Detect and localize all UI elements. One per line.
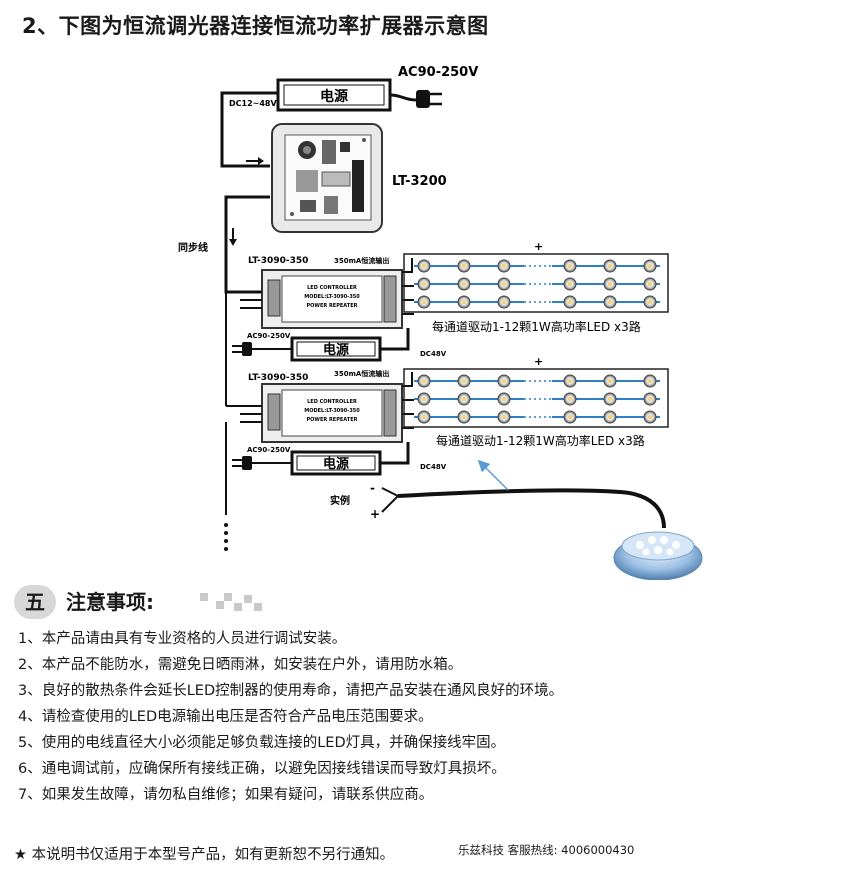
wiring-diagram: 电源 AC90-250V DC12~48V LT-3200 同步线 LT-309… [178, 65, 703, 580]
controller-line2-2: MODEL:LT-3090-350 [304, 408, 360, 414]
output-label-1: 350mA恒流输出 [334, 256, 389, 265]
output-label-2: 350mA恒流输出 [334, 369, 389, 378]
strip-plus-sign: + [534, 240, 543, 253]
repeater-lt3090-2: LED CONTROLLER MODEL:LT-3090-350 POWER R… [261, 383, 403, 443]
led-lamp-image [613, 531, 703, 580]
power-supply-label-1: 电源 [323, 342, 349, 358]
lamp-minus-sign: - [370, 481, 375, 495]
led-channel-note-1: 每通道驱动1-12颗1W高功率LED x3路 [432, 319, 641, 334]
section-number: 五 [14, 585, 56, 619]
controller-line3-1: POWER REPEATER [307, 303, 358, 309]
plug-icon [389, 90, 442, 108]
footer-disclaimer: ★ 本说明书仅适用于本型号产品，如有更新恕不另行通知。 [14, 847, 395, 863]
controller-line3-2: POWER REPEATER [307, 417, 358, 423]
note-item: 7、如果发生故障，请勿私自维修；如果有疑问，请联系供应商。 [18, 787, 434, 803]
ac-input-label-repeater-2: AC90-250V [247, 446, 291, 454]
plug-icon [232, 342, 292, 356]
dimmer-model-label: LT-3200 [392, 174, 447, 189]
ac-input-label-repeater-1: AC90-250V [247, 332, 291, 340]
note-item: 1、本产品请由具有专业资格的人员进行调试安装。 [18, 631, 347, 647]
sync-line-label: 同步线 [178, 241, 208, 254]
repeater-lt3090-1: LED CONTROLLER MODEL:LT-3090-350 POWER R… [261, 269, 403, 329]
note-item: 5、使用的电线直径大小必须能足够负载连接的LED灯具，并确保接线牢固。 [18, 735, 506, 751]
example-label: 实例 [330, 494, 350, 507]
power-supply-top: 电源 [276, 78, 392, 112]
controller-line2-1: MODEL:LT-3090-350 [304, 294, 360, 300]
decorative-checker [200, 593, 262, 613]
power-supply-label: 电源 [320, 88, 348, 105]
dc-label-top: DC12~48V [229, 99, 277, 108]
led-strip-2: + [403, 355, 669, 428]
controller-line1-1: LED CONTROLLER [307, 285, 357, 291]
continuation-dots [224, 523, 228, 551]
section-title: 注意事项: [66, 590, 154, 614]
strip-plus-sign: + [534, 355, 543, 368]
power-supply-repeater-2: 电源 [290, 450, 382, 476]
dc48-label-2: DC48V [420, 463, 447, 471]
page-title: 2、下图为恒流调光器连接恒流功率扩展器示意图 [22, 14, 489, 38]
section-header: 五 注意事项: [14, 585, 262, 619]
power-supply-label-2: 电源 [323, 456, 349, 472]
power-supply-repeater-1: 电源 [290, 336, 382, 362]
ac-input-label-top: AC90-250V [398, 65, 478, 80]
controller-line1-2: LED CONTROLLER [307, 399, 357, 405]
lamp-plus-sign: + [370, 507, 380, 521]
note-item: 2、本产品不能防水，需避免日晒雨淋，如安装在户外，请用防水箱。 [18, 657, 463, 673]
repeater-model-label-1: LT-3090-350 [248, 256, 308, 266]
led-channel-note-2: 每通道驱动1-12颗1W高功率LED x3路 [436, 433, 645, 448]
note-item: 3、良好的散热条件会延长LED控制器的使用寿命，请把产品安装在通风良好的环境。 [18, 683, 564, 699]
led-strip-1: + [403, 240, 669, 313]
plug-icon [232, 456, 292, 470]
pointer-arrow-icon [477, 459, 509, 491]
note-item: 6、通电调试前，应确保所有接线正确，以避免因接线错误而导致灯具损坏。 [18, 761, 506, 777]
dc48-label-1: DC48V [420, 350, 447, 358]
dimmer-lt3200 [271, 123, 383, 233]
footer-hotline: 乐兹科技 客服热线: 4006000430 [458, 843, 635, 857]
note-item: 4、请检查使用的LED电源输出电压是否符合产品电压范围要求。 [18, 709, 433, 725]
repeater-model-label-2: LT-3090-350 [248, 373, 308, 383]
